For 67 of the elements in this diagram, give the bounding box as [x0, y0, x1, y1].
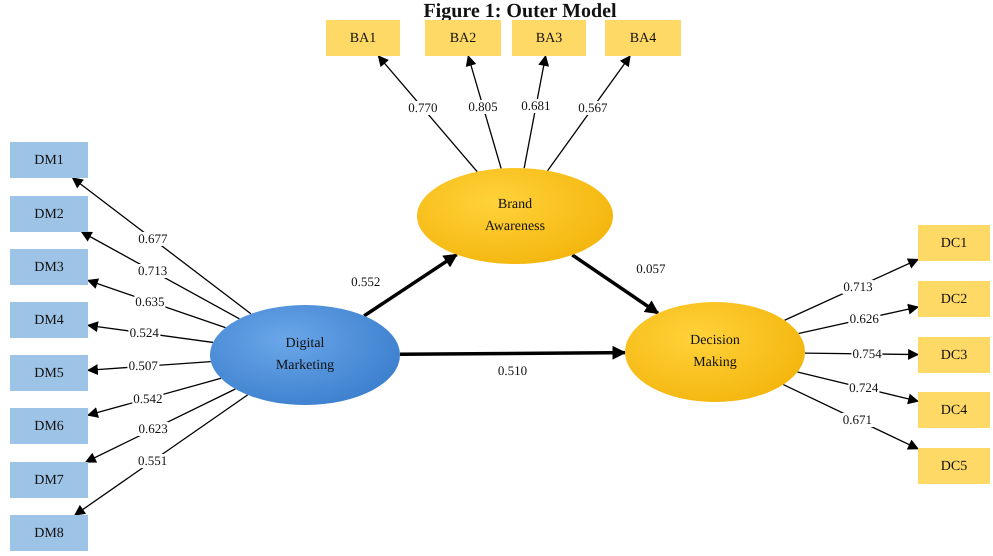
edge-label: 0.754 — [852, 346, 883, 361]
figure-title: Figure 1: Outer Model — [422, 0, 618, 22]
indicator-box — [10, 408, 88, 444]
indicator-name: BA3 — [536, 30, 562, 48]
edge-label: 0.713 — [842, 280, 874, 294]
indicator-box — [918, 225, 990, 261]
indicator-box — [10, 515, 88, 551]
arrow — [524, 54, 550, 168]
edge-label: 0.724 — [848, 381, 880, 396]
indicator-name: DM1 — [34, 152, 64, 170]
edge-label: 0.770 — [407, 101, 438, 116]
arrow — [400, 346, 626, 360]
construct-name: Brand Awareness — [484, 196, 546, 236]
edge-label: 0.626 — [848, 312, 880, 326]
indicator-name: BA1 — [350, 30, 376, 48]
indicator-box — [425, 20, 501, 56]
indicator-name: DM8 — [34, 524, 64, 542]
edge-label: 0.567 — [577, 100, 609, 115]
edge-label: 0.805 — [467, 100, 499, 114]
edge-label: 0.507 — [128, 359, 159, 374]
indicator-name: DC2 — [940, 290, 968, 308]
arrow — [571, 254, 660, 315]
edge-label: 0.635 — [134, 294, 166, 309]
indicator-box — [10, 249, 88, 285]
edge-label: 0.542 — [132, 392, 164, 406]
indicator-name: DM2 — [34, 206, 64, 224]
construct-name: Decision Making — [689, 332, 741, 372]
construct-name: Digital Marketing — [274, 335, 336, 375]
edge-label: 0.681 — [520, 99, 552, 114]
edge-label: 0.510 — [496, 364, 528, 378]
indicator-name: BA4 — [630, 30, 656, 48]
indicator-name: DM7 — [34, 472, 64, 490]
edge-label: 0.057 — [635, 262, 666, 276]
indicator-box — [10, 196, 88, 232]
arrow — [378, 55, 478, 172]
indicator-box — [326, 20, 400, 56]
indicator-name: DC4 — [940, 402, 968, 420]
indicator-name: DC3 — [940, 346, 968, 364]
indicator-name: DC5 — [940, 458, 968, 476]
indicator-name: DM3 — [34, 258, 64, 276]
indicator-name: BA2 — [450, 30, 476, 48]
indicator-name: DC1 — [940, 234, 968, 252]
indicator-box — [918, 392, 990, 428]
indicator-box — [605, 20, 681, 56]
arrow — [72, 177, 252, 314]
indicator-box — [10, 142, 88, 178]
arrow — [74, 394, 248, 516]
indicator-box — [10, 302, 88, 338]
indicator-box — [918, 448, 990, 484]
edge-label: 0.623 — [138, 422, 169, 436]
arrow — [466, 54, 502, 169]
indicator-box — [10, 462, 88, 498]
edge-label: 0.524 — [128, 326, 160, 340]
indicator-box — [918, 281, 990, 317]
edge-label: 0.671 — [842, 412, 873, 427]
indicator-name: DM5 — [34, 364, 64, 382]
edge-label: 0.677 — [137, 232, 169, 246]
indicator-box — [512, 20, 586, 56]
indicator-name: DM6 — [34, 418, 64, 436]
edge-label: 0.551 — [137, 454, 168, 468]
edge-label: 0.713 — [137, 264, 168, 278]
arrow — [363, 253, 458, 318]
indicator-box — [10, 355, 88, 391]
indicator-name: DM4 — [34, 312, 64, 330]
indicator-box — [918, 337, 990, 373]
edge-label: 0.552 — [350, 275, 382, 290]
arrow — [547, 55, 631, 172]
